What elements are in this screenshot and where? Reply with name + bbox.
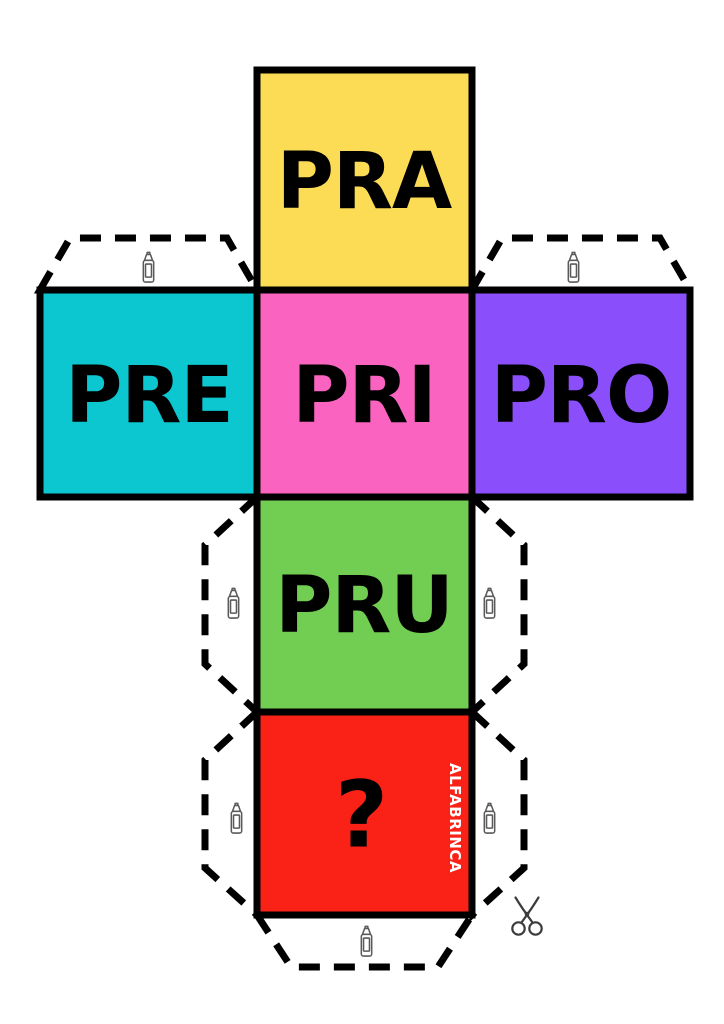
cube-face-pre-label: PRE [65, 351, 233, 441]
cube-face-pro-label: PRO [491, 351, 672, 441]
cube-face-pri-label: PRI [292, 351, 435, 441]
cube-face-pru-rect [253, 493, 476, 716]
cube-face-question-label: ? [335, 762, 387, 869]
cube-face-pre[interactable]: PRE [36, 286, 261, 501]
cube-face-pru[interactable]: PRU [253, 493, 476, 716]
cube-face-pru-label: PRU [275, 561, 453, 651]
cube-face-question-rect [253, 708, 476, 919]
glue-tab-bottom-right [468, 704, 528, 923]
cube-face-pri[interactable]: PRI [253, 286, 476, 501]
glue-tab-pru-right [468, 489, 528, 720]
cube-face-pra-label: PRA [277, 137, 452, 227]
cube-face-pro[interactable]: PRO [468, 286, 694, 501]
cube-face-pra[interactable]: PRA [253, 66, 476, 294]
watermark-label: ALFABRINCA [446, 763, 464, 873]
cube-face-question[interactable]: ? ALFABRINCA [253, 708, 476, 919]
glue-tab-pro-top [465, 234, 697, 294]
cube-face-pro-rect [468, 286, 694, 501]
scissors-icon [511, 896, 543, 936]
